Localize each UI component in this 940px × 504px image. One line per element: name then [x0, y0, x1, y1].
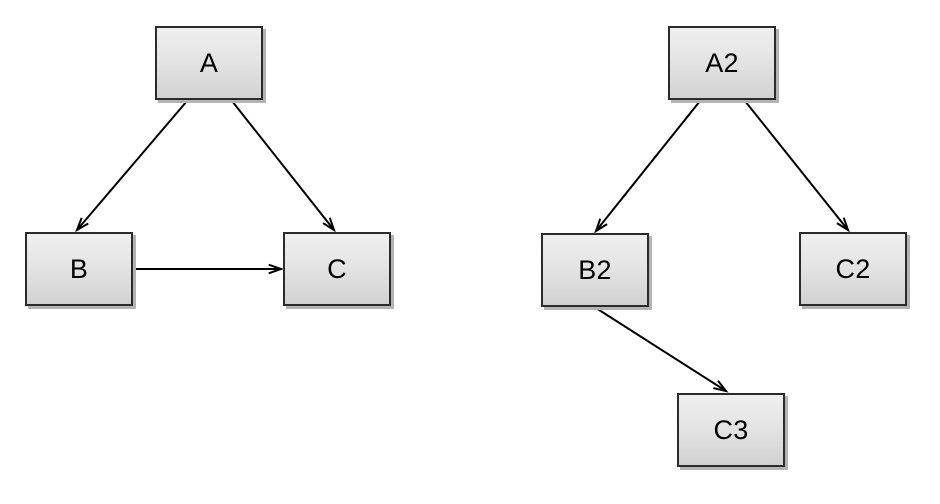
node-c2[interactable]: C2: [799, 232, 907, 306]
node-a2[interactable]: A2: [668, 26, 776, 100]
edges-group: [75, 100, 850, 393]
edge-line-A2-B2: [595, 100, 701, 232]
node-c3-label: C3: [713, 414, 749, 445]
node-a[interactable]: A: [155, 26, 263, 100]
node-b2[interactable]: B2: [541, 233, 649, 307]
node-c2-label: C2: [835, 253, 871, 284]
edge-arrowhead-B-C: [268, 263, 284, 275]
node-c3[interactable]: C3: [677, 393, 785, 467]
edge-arrowhead-B2-C3: [713, 380, 729, 393]
node-a-label: A: [199, 47, 219, 78]
edge-line-B2-C3: [595, 307, 727, 392]
node-c[interactable]: C: [283, 232, 391, 306]
edge-arrowhead-A2-C2: [836, 217, 850, 233]
node-a2-label: A2: [705, 47, 739, 78]
edge-arrowhead-A-B: [75, 217, 89, 233]
edge-line-A-B: [76, 100, 188, 231]
node-c-label: C: [327, 253, 347, 284]
edge-line-A-C: [231, 100, 335, 231]
edge-line-A2-C2: [744, 100, 849, 231]
node-b2-label: B2: [578, 254, 612, 285]
edge-arrowhead-A-C: [322, 217, 336, 233]
node-b[interactable]: B: [25, 232, 133, 306]
node-b-label: B: [69, 253, 89, 284]
edge-arrowhead-A2-B2: [594, 218, 608, 234]
